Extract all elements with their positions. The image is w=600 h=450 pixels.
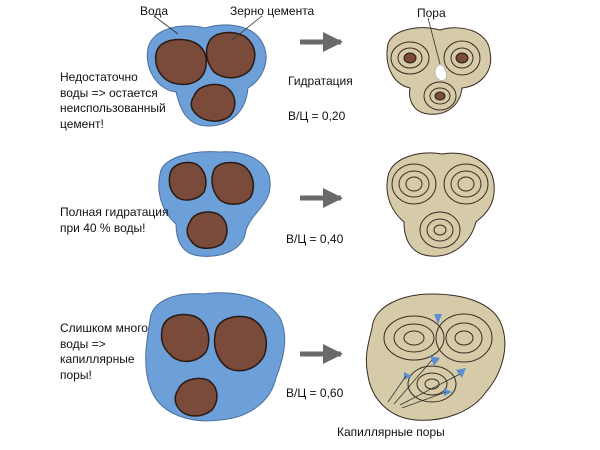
capillary-pore [404,372,412,380]
row3-ratio: В/Ц = 0,60 [286,386,344,400]
hydrated-rings [433,224,447,236]
unhydrated-core [455,52,469,64]
cement-grain [190,83,236,122]
hydrated-rings [403,330,425,346]
capillary-pore [430,356,440,366]
hydrated-rings [407,365,457,403]
unhydrated-core [403,52,417,64]
row1-after [386,27,492,115]
hydrated-rings [398,170,430,198]
cement-grain [154,38,208,86]
hydrated-rings [429,87,451,105]
cement-grain [174,377,218,417]
row2-after [386,152,495,257]
hydrated-rings [454,330,474,346]
cement-grain [168,161,207,201]
hydrated-rings [391,163,437,205]
unhydrated-core [434,91,446,101]
label-cement-grain: Зерно цемента [230,4,315,18]
hydrated-rings [443,40,481,76]
cement-grain [205,31,256,79]
row2-ratio: В/Ц = 0,40 [286,232,344,246]
row3-after [365,293,506,421]
label-water: Вода [140,4,169,18]
hydrated-rings [419,211,461,249]
cement-grain [213,315,268,372]
label-pore: Пора [417,6,446,20]
row3-before [145,292,286,422]
hydrated-rings [424,378,440,390]
row1-note: Недостаточно воды => остается неиспользо… [60,70,166,131]
cement-grain [160,313,210,363]
capillary-pore [434,314,442,324]
cement-grain [211,161,255,205]
cement-grain [186,211,228,249]
row1-ratio: В/Ц = 0,20 [288,109,346,123]
hydrated-rings [426,218,454,242]
hydrated-rings [416,372,448,396]
hydrated-rings [390,41,430,75]
hydrated-rings [443,163,489,205]
hydrated-rings [450,170,482,198]
hydrated-rings [445,322,483,354]
capillary-pore [444,388,452,396]
leader-lines [153,15,461,409]
cement-paste [386,152,495,257]
hydrated-rings [405,176,423,192]
capillary-pore [456,368,466,378]
hydrated-rings [423,81,457,111]
row3-note: Слишком много воды => капиллярные поры! [60,321,148,382]
row2-note: Полная гидратация при 40 % воды! [60,205,169,235]
hydrated-rings [393,323,435,353]
label-capillary-pores: Капиллярные поры [337,425,445,439]
hydrated-rings [383,315,445,361]
hydrated-rings [397,47,423,69]
hydrated-rings [457,176,475,192]
row1-before [146,24,267,127]
row2-before [158,151,271,257]
hydrated-rings [450,47,474,69]
hydrated-rings [435,313,493,363]
pore [434,64,447,81]
row1-arrow-label: Гидратация [288,74,353,88]
